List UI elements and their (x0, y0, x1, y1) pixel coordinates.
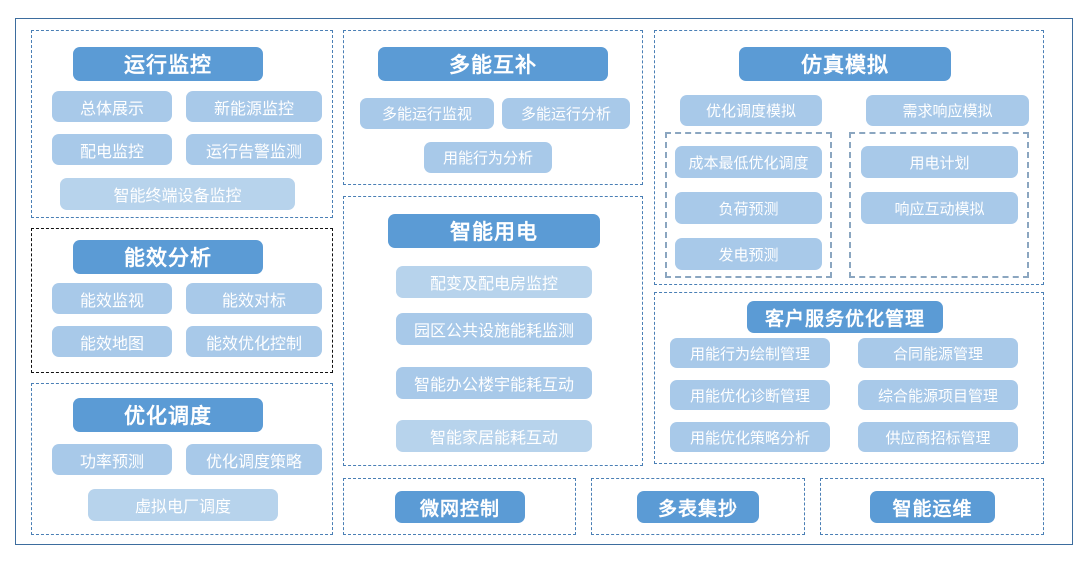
group-header-energy-efficiency-analysis[interactable]: 能效分析 (73, 240, 263, 274)
item-overall-display[interactable]: 总体展示 (52, 91, 172, 122)
item-efficiency-optimization-control[interactable]: 能效优化控制 (186, 326, 322, 357)
item-new-energy-monitoring[interactable]: 新能源监控 (186, 91, 322, 122)
item-efficiency-monitoring[interactable]: 能效监视 (52, 283, 172, 314)
item-integrated-energy-project-management[interactable]: 综合能源项目管理 (858, 380, 1018, 410)
item-multi-energy-operation-analysis[interactable]: 多能运行分析 (502, 98, 630, 129)
item-smart-terminal-device-monitoring[interactable]: 智能终端设备监控 (60, 178, 295, 210)
item-smart-home-energy-interaction[interactable]: 智能家居能耗互动 (396, 420, 592, 452)
group-smart-electricity-use[interactable] (343, 196, 643, 466)
group-operation-monitoring[interactable] (31, 30, 333, 218)
item-generation-forecast[interactable]: 发电预测 (675, 238, 822, 270)
group-header-smart-electricity-use[interactable]: 智能用电 (388, 214, 600, 248)
group-optimized-dispatch[interactable] (31, 383, 333, 535)
item-optimized-dispatch-simulation[interactable]: 优化调度模拟 (680, 95, 822, 126)
item-multi-energy-operation-monitoring[interactable]: 多能运行监视 (360, 98, 494, 129)
item-electricity-plan[interactable]: 用电计划 (861, 146, 1018, 178)
item-lowest-cost-optimized-dispatch[interactable]: 成本最低优化调度 (675, 146, 822, 178)
group-header-optimized-dispatch[interactable]: 优化调度 (73, 398, 263, 432)
group-header-customer-service-optimization[interactable]: 客户服务优化管理 (747, 301, 943, 333)
group-microgrid-control[interactable] (343, 478, 576, 535)
item-transformer-substation-monitoring[interactable]: 配变及配电房监控 (396, 266, 592, 298)
group-header-multi-meter-reading[interactable]: 多表集抄 (637, 491, 759, 523)
item-operation-alarm-monitoring[interactable]: 运行告警监测 (186, 134, 322, 165)
item-power-forecast[interactable]: 功率预测 (52, 444, 172, 475)
item-supplier-bidding-management[interactable]: 供应商招标管理 (858, 422, 1018, 452)
group-smart-operation-maintenance[interactable] (820, 478, 1044, 535)
group-header-smart-operation-maintenance[interactable]: 智能运维 (870, 491, 995, 523)
item-energy-optimization-diagnosis-management[interactable]: 用能优化诊断管理 (670, 380, 830, 410)
item-load-forecast[interactable]: 负荷预测 (675, 192, 822, 224)
group-header-simulation[interactable]: 仿真模拟 (739, 47, 951, 81)
item-energy-use-behavior-analysis[interactable]: 用能行为分析 (424, 142, 552, 173)
item-efficiency-benchmarking[interactable]: 能效对标 (186, 283, 322, 314)
item-demand-response-simulation[interactable]: 需求响应模拟 (866, 95, 1029, 126)
item-contract-energy-management[interactable]: 合同能源管理 (858, 338, 1018, 368)
subgroup-simulation-demand-response[interactable] (849, 132, 1029, 278)
item-optimized-dispatch-strategy[interactable]: 优化调度策略 (186, 444, 322, 475)
group-energy-efficiency-analysis[interactable] (31, 228, 333, 373)
item-efficiency-map[interactable]: 能效地图 (52, 326, 172, 357)
group-header-operation-monitoring[interactable]: 运行监控 (73, 47, 263, 81)
item-virtual-power-plant-dispatch[interactable]: 虚拟电厂调度 (88, 489, 278, 521)
group-multi-meter-reading[interactable] (591, 478, 805, 535)
item-distribution-monitoring[interactable]: 配电监控 (52, 134, 172, 165)
group-simulation[interactable] (654, 30, 1044, 285)
item-energy-behavior-mapping-management[interactable]: 用能行为绘制管理 (670, 338, 830, 368)
group-multi-energy-complementarity[interactable] (343, 30, 643, 185)
subgroup-simulation-dispatch[interactable] (665, 132, 832, 278)
item-energy-optimization-strategy-analysis[interactable]: 用能优化策略分析 (670, 422, 830, 452)
group-header-microgrid-control[interactable]: 微网控制 (395, 491, 525, 523)
group-customer-service-optimization[interactable] (654, 292, 1044, 464)
outer-frame (15, 18, 1073, 545)
group-header-multi-energy-complementarity[interactable]: 多能互补 (378, 47, 608, 81)
item-park-public-facility-energy-monitoring[interactable]: 园区公共设施能耗监测 (396, 313, 592, 345)
item-response-interaction-simulation[interactable]: 响应互动模拟 (861, 192, 1018, 224)
item-smart-office-building-energy-interaction[interactable]: 智能办公楼宇能耗互动 (396, 367, 592, 399)
